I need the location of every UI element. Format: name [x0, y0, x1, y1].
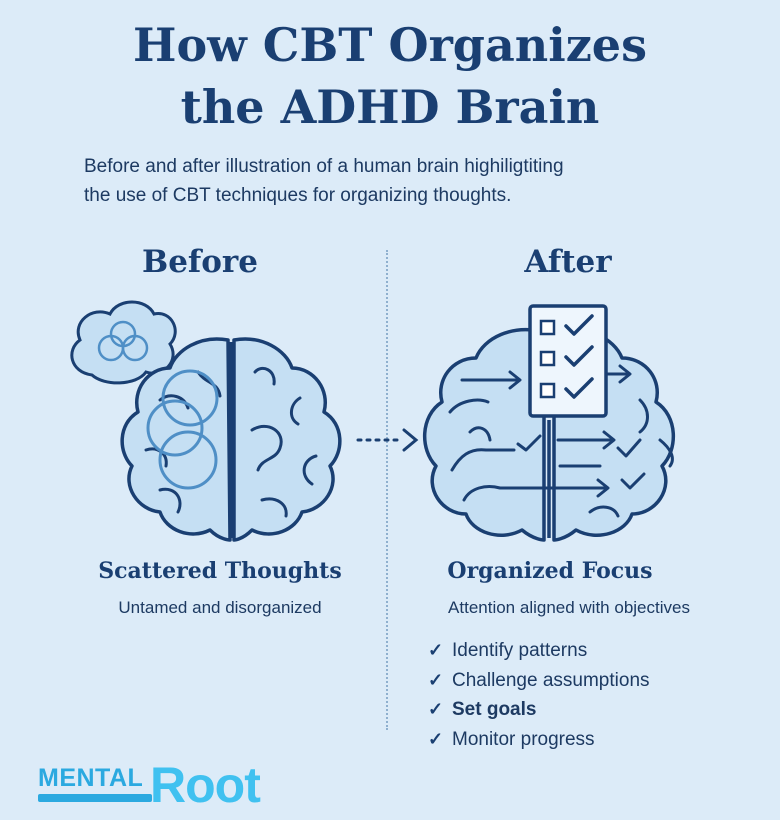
after-heading: After — [524, 244, 612, 280]
arrow-right-icon — [356, 428, 419, 452]
logo-text-root: Root — [150, 757, 261, 813]
before-caption-title: Scattered Thoughts — [98, 558, 342, 584]
logo-text-mental: MENTAL — [38, 764, 144, 792]
clipboard-checklist-icon — [528, 304, 608, 418]
brand-logo: MENTAL Root — [38, 757, 288, 813]
list-item: ✓ Set goals — [428, 695, 650, 725]
after-caption-title: Organized Focus — [447, 558, 653, 584]
technique-checklist: ✓ Identify patterns ✓ Challenge assumpti… — [428, 636, 650, 754]
column-divider — [386, 250, 388, 730]
check-icon: ✓ — [428, 640, 444, 660]
logo-underline — [38, 794, 152, 802]
title-line-1: How CBT Organizes — [133, 18, 647, 72]
list-item-label: Identify patterns — [452, 640, 588, 661]
subtitle: Before and after illustration of a human… — [84, 152, 724, 210]
list-item-label: Monitor progress — [452, 728, 595, 750]
before-brain-icon — [120, 337, 342, 542]
check-icon: ✓ — [428, 699, 444, 719]
before-heading: Before — [142, 244, 258, 280]
before-caption-subtitle: Untamed and disorganized — [118, 598, 322, 617]
check-icon: ✓ — [428, 728, 444, 749]
list-item: ✓ Monitor progress — [428, 725, 650, 755]
title-line-2: the ADHD Brain — [180, 80, 600, 134]
list-item: ✓ Identify patterns — [428, 636, 650, 666]
list-item-label: Challenge assumptions — [452, 669, 650, 691]
subtitle-line-1: Before and after illustration of a human… — [84, 156, 564, 177]
after-caption-subtitle: Attention aligned with objectives — [448, 598, 690, 617]
check-icon: ✓ — [428, 669, 444, 690]
list-item-label: Set goals — [452, 699, 537, 720]
subtitle-line-2: the use of CBT techniques for organizing… — [84, 185, 512, 206]
page-title: How CBT Organizes the ADHD Brain — [0, 14, 780, 138]
list-item: ✓ Challenge assumptions — [428, 666, 650, 696]
after-brain-icon — [423, 327, 675, 542]
